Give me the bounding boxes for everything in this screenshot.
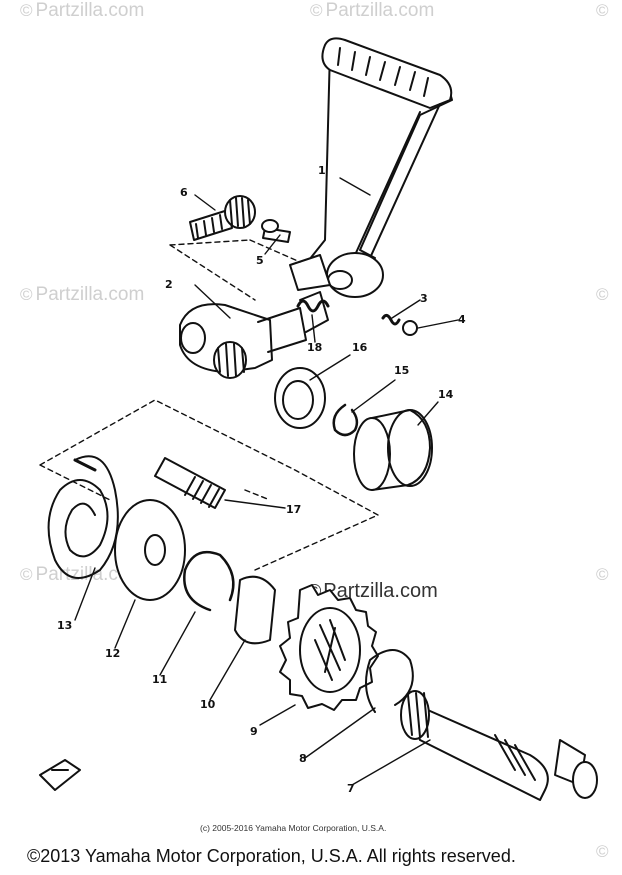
front-arrow-icon	[39, 759, 81, 791]
callout-1: 1	[318, 164, 326, 177]
callout-15: 15	[394, 364, 410, 377]
callout-16: 16	[352, 341, 368, 354]
kick-lever-icon	[289, 37, 453, 298]
callout-4: 4	[458, 313, 466, 326]
spring-icon	[296, 299, 330, 313]
callout-7: 7	[347, 782, 355, 795]
callout-12: 12	[105, 647, 121, 660]
torsion-spring-icon	[47, 455, 119, 579]
callout-6: 6	[180, 186, 188, 199]
ball-icon	[402, 320, 418, 336]
snap-ring-icon	[183, 550, 235, 612]
kick-boss-icon	[179, 291, 329, 379]
callout-13: 13	[57, 619, 73, 632]
callout-3: 3	[420, 292, 428, 305]
circlip-icon	[332, 403, 359, 437]
callout-14: 14	[438, 388, 454, 401]
clip-icon	[234, 575, 276, 645]
small-spring-icon	[381, 313, 401, 326]
oil-seal-icon	[274, 367, 326, 429]
diagram-copyright-note: (c) 2005-2016 Yamaha Motor Corporation, …	[200, 823, 387, 833]
pinch-bolt-icon	[261, 219, 291, 243]
kick-axle-icon	[400, 690, 598, 801]
callout-11: 11	[152, 673, 168, 686]
washer-icon	[114, 499, 186, 601]
copyright-footer: ©2013 Yamaha Motor Corporation, U.S.A. A…	[27, 846, 516, 866]
collar-icon	[353, 409, 433, 491]
watermark: ©	[596, 842, 609, 861]
callout-8: 8	[299, 752, 307, 765]
watermark: ©	[596, 1, 609, 20]
watermark: ©	[596, 285, 609, 304]
callout-10: 10	[200, 698, 216, 711]
watermark: ©Partzilla.com	[20, 0, 145, 21]
watermark: ©	[596, 565, 609, 584]
kick-shaft-pin-icon	[154, 457, 226, 509]
watermark: ©Partzilla.com	[310, 0, 435, 21]
callout-18: 18	[307, 341, 323, 354]
callout-5: 5	[256, 254, 264, 267]
kick-bolt-icon	[189, 195, 256, 241]
callout-2: 2	[165, 278, 173, 291]
callout-17: 17	[286, 503, 302, 516]
callout-9: 9	[250, 725, 258, 738]
watermark: ©Partzilla.com	[20, 284, 145, 305]
kick-gear-icon	[279, 584, 379, 711]
